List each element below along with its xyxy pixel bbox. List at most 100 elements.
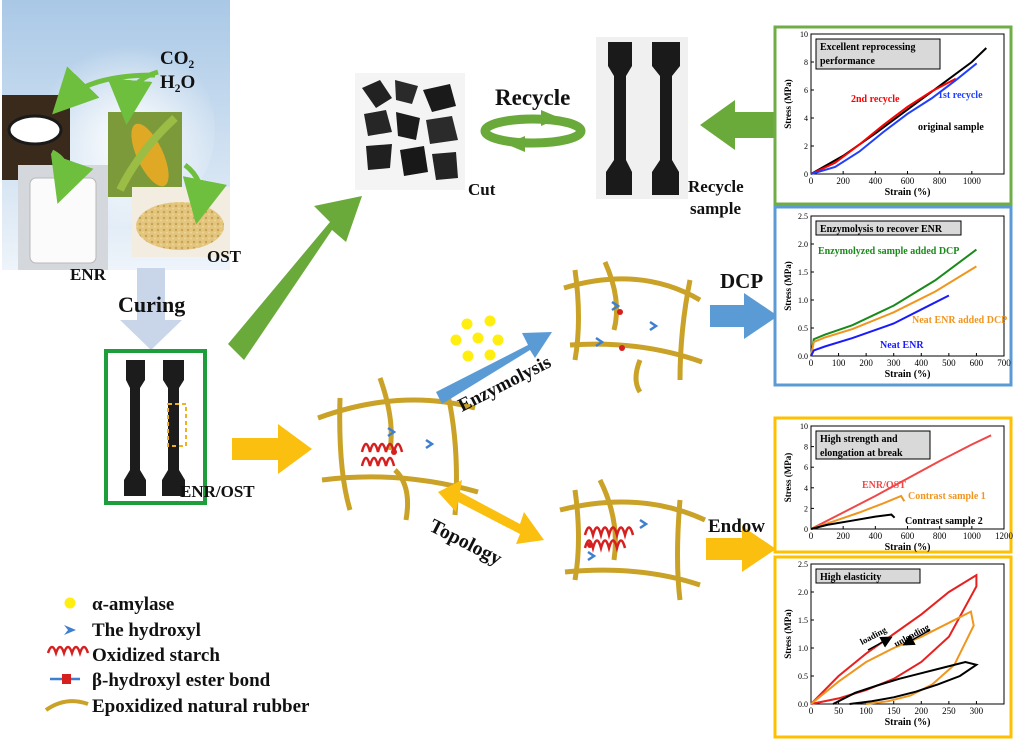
- y-tick-label: 1.5: [798, 268, 808, 277]
- arrow-from-chart1-icon: [700, 100, 775, 150]
- y-tick-label: 0.5: [798, 324, 808, 333]
- x-tick-label: 150: [887, 706, 901, 716]
- corn-photo: [108, 112, 182, 197]
- x-tick-label: 50: [834, 706, 844, 716]
- enr-label: ENR: [70, 265, 107, 284]
- arrow-to-corn-icon: [107, 69, 159, 125]
- enzymolysis-arrow-icon: [436, 332, 552, 404]
- x-tick-label: 600: [970, 358, 984, 368]
- x-tick-label: 500: [942, 358, 956, 368]
- chart-title-box: [815, 38, 941, 70]
- chart-frame: [773, 555, 1013, 739]
- y-tick-label: 2: [804, 142, 808, 151]
- x-tick-label: 400: [869, 176, 883, 186]
- chart-title: Enzymolysis to recover ENR: [820, 224, 943, 235]
- series-label: 2nd recycle: [851, 94, 900, 105]
- y-axis-label: Stress (MPa): [783, 261, 793, 311]
- series-line-2: [832, 660, 979, 705]
- series-label: Neat ENR: [880, 340, 924, 351]
- x-tick-label: 600: [901, 176, 915, 186]
- dcp-arrow-icon: [710, 293, 778, 339]
- chart-title: Excellent reprocessing: [820, 42, 915, 53]
- recycle-sample-label-2: sample: [690, 199, 741, 218]
- topology-label: Topology: [426, 515, 506, 570]
- y-tick-label: 8: [804, 443, 808, 452]
- chart-title: High strength and: [820, 434, 898, 445]
- arrow-to-powder-icon: [182, 163, 227, 225]
- x-tick-label: 0: [809, 706, 814, 716]
- y-tick-label: 6: [804, 463, 808, 472]
- recycle-sample-label-1: Recycle: [688, 177, 744, 196]
- x-tick-label: 200: [836, 176, 850, 186]
- x-tick-label: 300: [887, 358, 901, 368]
- curing-arrow-icon: [120, 268, 182, 350]
- legend-label-3: β-hydroxyl ester bond: [92, 670, 271, 691]
- yellow-dot-icon: [64, 597, 76, 609]
- x-tick-label: 100: [859, 706, 873, 716]
- series-line-2: [810, 62, 978, 175]
- x-tick-label: 200: [915, 706, 929, 716]
- legend-label-0: α-amylase: [92, 594, 174, 615]
- x-tick-label: 300: [970, 706, 984, 716]
- chart-title-box: [815, 220, 962, 236]
- network-topology-icon: [559, 478, 707, 601]
- y-tick-label: 6: [804, 86, 808, 95]
- x-axis-label: Strain (%): [885, 369, 931, 380]
- x-tick-label: 700: [997, 358, 1011, 368]
- legend: α-amylase The hydroxyl Oxidized starch β…: [44, 594, 310, 717]
- legend-label-2: Oxidized starch: [92, 645, 220, 666]
- x-tick-label: 400: [915, 358, 929, 368]
- series-label: original sample: [918, 122, 984, 133]
- x-tick-label: 600: [901, 531, 915, 541]
- y-axis-label: Stress (MPa): [783, 609, 793, 659]
- h2o-label: H₂O: [160, 72, 195, 93]
- x-tick-label: 0: [809, 531, 814, 541]
- x-tick-label: 0: [809, 176, 814, 186]
- topology-double-arrow-icon: [438, 480, 544, 544]
- y-tick-label: 8: [804, 58, 808, 67]
- y-tick-label: 10: [800, 422, 808, 431]
- hydroxyl-chevron-icon: [64, 625, 76, 635]
- co2-label: CO₂: [160, 48, 195, 69]
- y-tick-label: 2.0: [798, 588, 808, 597]
- unloading-arrow-icon: [902, 629, 931, 646]
- series-line-1: [810, 77, 957, 175]
- y-tick-label: 1.5: [798, 616, 808, 625]
- x-tick-label: 800: [933, 176, 947, 186]
- legend-label-1: The hydroxyl: [92, 620, 201, 641]
- series-line-1: [810, 610, 975, 705]
- series-label: Enzymolyzed sample added DCP: [818, 246, 959, 257]
- x-axis-label: Strain (%): [885, 717, 931, 728]
- x-tick-label: 200: [859, 358, 873, 368]
- enr-ost-specimen-photo: [104, 349, 207, 505]
- cut-label: Cut: [468, 180, 496, 199]
- x-tick-label: 1000: [963, 176, 982, 186]
- y-tick-label: 4: [804, 114, 808, 123]
- amylase-dots-icon: [450, 315, 504, 362]
- y-tick-label: 2.5: [798, 212, 808, 221]
- red-coil-icon: [46, 645, 90, 657]
- chart-title-box: [815, 430, 931, 460]
- chart-frame: [773, 416, 1013, 554]
- arrow-to-latex-icon: [52, 66, 156, 115]
- x-tick-label: 1200: [995, 531, 1014, 541]
- plot-area: [810, 215, 1005, 357]
- x-tick-label: 250: [942, 706, 956, 716]
- endow-arrow-icon: [706, 526, 776, 572]
- chart-title: High elasticity: [820, 572, 881, 583]
- loading-arrow-icon: [867, 636, 893, 651]
- series-line-0: [810, 248, 977, 357]
- chart-title-box: [815, 568, 921, 584]
- x-tick-label: 1000: [963, 531, 982, 541]
- enr-ost-label: ENR/OST: [180, 482, 255, 501]
- series-label: Contrast sample 1: [908, 491, 986, 502]
- cut-pieces-photo: [355, 73, 465, 190]
- x-tick-label: 800: [933, 531, 947, 541]
- legend-label-4: Epoxidized natural rubber: [92, 696, 310, 717]
- chart-title: performance: [820, 56, 876, 67]
- x-tick-label: 0: [809, 358, 814, 368]
